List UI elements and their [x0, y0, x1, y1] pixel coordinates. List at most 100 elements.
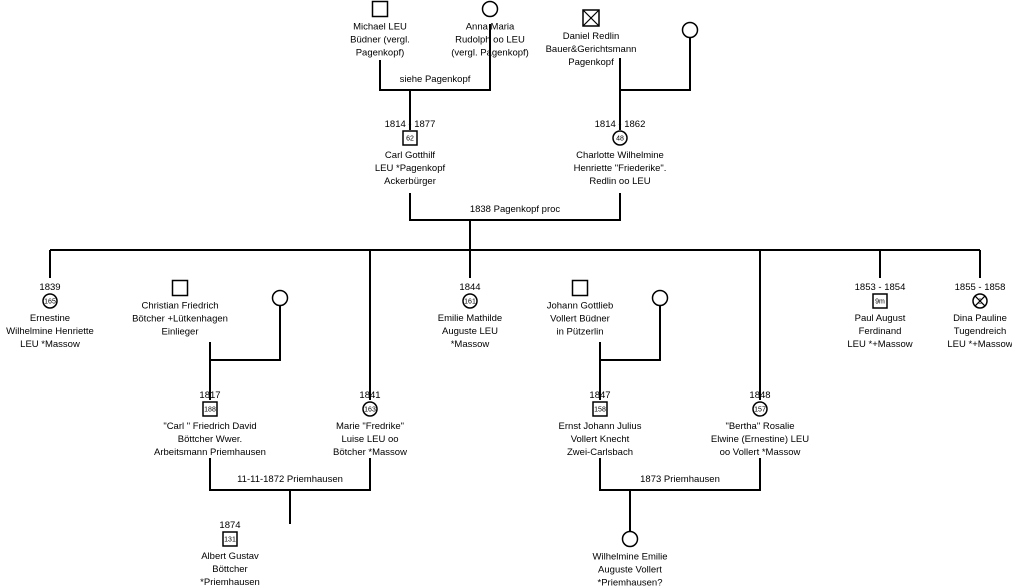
person-name-line: Christian Friedrich — [141, 301, 218, 312]
person-name-line: Rudolph oo LEU — [455, 35, 525, 46]
female-circle-icon — [651, 289, 669, 307]
female-circle-icon — [681, 21, 699, 39]
life-dates: 1839 — [39, 282, 60, 293]
person-name-line: Tugendreich — [954, 326, 1006, 337]
age-badge: 165 — [44, 299, 56, 306]
marriage-label-bg — [392, 73, 478, 85]
person-name-line: Redlin oo LEU — [589, 176, 650, 187]
female-circle-icon — [271, 289, 289, 307]
female-circle-icon — [462, 293, 478, 309]
female-circle-icon — [612, 130, 628, 146]
male-square-icon — [202, 401, 218, 417]
life-dates: 1844 — [459, 282, 480, 293]
person-name-line: Dina Pauline — [953, 313, 1007, 324]
life-dates: 1841 — [359, 390, 380, 401]
age-badge: 9m — [875, 299, 885, 306]
person-name-line: Paul August — [855, 313, 906, 324]
age-badge: 157 — [754, 407, 766, 414]
person-name-line: Charlotte Wilhelmine — [576, 150, 664, 161]
person-name-line: Bötcher +Lütkenhagen — [132, 314, 228, 325]
person-name-line: Böttcher Wwer. — [178, 434, 242, 445]
person-name-line: *Massow — [451, 339, 490, 350]
female-circle-icon — [621, 530, 639, 548]
person-name-line: Vollert Knecht — [571, 434, 630, 445]
male-square-icon — [592, 401, 608, 417]
person-name-line: Böttcher — [212, 564, 247, 575]
person-name-line: Anna Maria — [466, 22, 515, 33]
person-name-line: Arbeitsmann Priemhausen — [154, 447, 266, 458]
parents-connector-vollert — [599, 306, 661, 361]
person-name-line: Ernestine — [30, 313, 70, 324]
life-dates: 1814 - 1877 — [385, 119, 436, 130]
marriage-label-bg — [634, 473, 726, 485]
female-circle-icon — [42, 293, 58, 309]
person-name-line: Michael LEU — [353, 22, 407, 33]
age-badge: 163 — [364, 407, 376, 414]
male-square-icon — [402, 130, 418, 146]
life-dates: 1848 — [749, 390, 770, 401]
life-dates: 1874 — [219, 520, 240, 531]
age-badge: 188 — [204, 407, 216, 414]
person-michael[interactable]: Michael LEU Büdner (vergl. Pagenkopf) — [350, 0, 410, 59]
age-badge: 48 — [616, 136, 624, 143]
person-name-line: Ferdinand — [859, 326, 902, 337]
deceased-mark — [582, 9, 600, 27]
life-dates: 1814 - 1862 — [595, 119, 646, 130]
person-name-line: Auguste Vollert — [598, 565, 662, 576]
life-dates: 1855 - 1858 — [955, 282, 1006, 293]
male-square-icon — [371, 0, 389, 18]
marriage-label-leu-parents: siehe Pagenkopf — [400, 74, 471, 85]
parents-connector-boettcher — [209, 306, 281, 361]
person-name-line: Wilhelmine Emilie — [593, 552, 668, 563]
person-name-line: Daniel Redlin — [563, 31, 620, 42]
person-name-line: Henriette "Friederike". — [574, 163, 667, 174]
person-name-line: Marie "Fredrike" — [336, 421, 404, 432]
person-johann-wife[interactable] — [651, 289, 669, 307]
life-dates: 1853 - 1854 — [855, 282, 906, 293]
person-name-line: Bötcher *Massow — [333, 447, 407, 458]
person-name-line: Luise LEU oo — [341, 434, 398, 445]
person-name-line: Johann Gottlieb — [547, 301, 614, 312]
person-name-line: LEU *Massow — [20, 339, 80, 350]
male-square-icon — [171, 279, 189, 297]
person-name-line: LEU *Pagenkopf — [375, 163, 446, 174]
person-name-line: Elwine (Ernestine) LEU — [711, 434, 809, 445]
life-dates: 1817 — [199, 390, 220, 401]
deceased-mark — [974, 295, 986, 307]
person-name-line: LEU *+Massow — [847, 339, 912, 350]
male-square-icon — [571, 279, 589, 297]
person-name-line: Pagenkopf) — [356, 48, 405, 59]
person-christian-wife[interactable] — [271, 289, 289, 307]
female-circle-icon — [481, 0, 499, 18]
person-redlin-wife[interactable] — [681, 21, 699, 39]
female-circle-icon — [752, 401, 768, 417]
person-name-line: Wilhelmine Henriette — [6, 326, 94, 337]
marriage-connector-leu-redlin — [409, 193, 621, 221]
age-badge: 2 — [978, 299, 982, 306]
person-name-line: Pagenkopf — [568, 57, 614, 68]
male-square-icon — [872, 293, 888, 309]
life-dates: 1847 — [589, 390, 610, 401]
person-name-line: Büdner (vergl. — [350, 35, 410, 46]
person-name-line: "Carl " Friedrich David — [163, 421, 256, 432]
person-name-line: *Priemhausen — [200, 577, 260, 588]
marriage-connector-vollert — [599, 458, 761, 491]
person-name-line: LEU *+Massow — [947, 339, 1012, 350]
